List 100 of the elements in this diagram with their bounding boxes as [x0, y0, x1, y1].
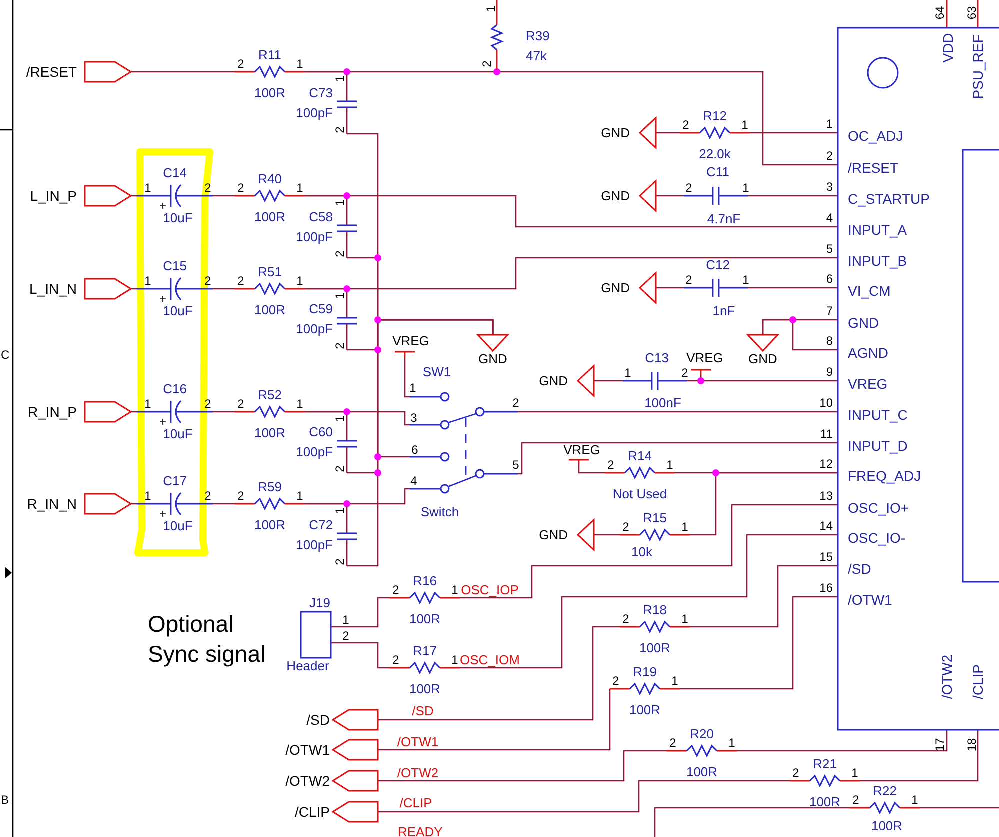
wire [690, 472, 838, 536]
pin-number: 2 [334, 250, 346, 258]
wire [656, 132, 680, 134]
component-value: 100R [254, 426, 286, 440]
pin-number: 1 [144, 275, 152, 287]
pin-number: 2 [852, 794, 860, 806]
wire [690, 565, 838, 628]
reference-designator: R17 [413, 644, 437, 658]
ground-label: GND [478, 352, 508, 366]
pin-number: 2 [670, 737, 676, 749]
wire [305, 488, 410, 505]
pin-number: 1 [334, 416, 346, 422]
pin-number: 3 [826, 181, 833, 193]
pin-number: 6 [826, 273, 833, 285]
pin-number: 1 [296, 182, 304, 194]
pin-name: INPUT_A [848, 223, 908, 237]
component-value: 100pF [296, 538, 333, 551]
zone-letter: B [1, 794, 10, 806]
component-value: 100R [409, 612, 441, 626]
wire [331, 597, 390, 628]
pin-number: 2 [392, 584, 400, 596]
pin-name: PSU_REF [971, 34, 985, 100]
reference-designator: R18 [643, 604, 667, 616]
wire [305, 195, 838, 228]
pin-number: 2 [682, 367, 688, 379]
pin-number: 3 [410, 412, 418, 424]
component-value: 100pF [296, 322, 333, 336]
component-value: 100R [254, 518, 286, 532]
pin-number: 4 [826, 212, 833, 224]
pin-name: INPUT_D [848, 439, 908, 453]
pin-name: AGND [848, 346, 888, 360]
pin-number: 2 [238, 490, 244, 502]
pin-number: 1 [682, 521, 688, 533]
component-value: 4.7nF [707, 212, 741, 226]
wire [656, 287, 684, 289]
pin-name: OC_ADJ [848, 129, 904, 143]
pin-number: 1 [342, 614, 350, 626]
component-value: 100R [254, 304, 286, 316]
component-value: 100R [254, 210, 286, 224]
pin-number: 12 [820, 458, 833, 470]
reference-designator: J19 [310, 596, 330, 610]
net-label: /OTW2 [397, 766, 439, 780]
wire [920, 807, 999, 809]
pin-number: 1 [296, 490, 304, 502]
pin-number: 2 [334, 126, 346, 134]
component-value: 100pF [296, 106, 333, 119]
port-label: /OTW1 [286, 743, 330, 757]
reference-designator: R52 [258, 388, 282, 402]
wire [518, 442, 838, 475]
polarity-mark: + [160, 293, 166, 305]
wire [131, 195, 137, 197]
pin-number: 2 [334, 558, 346, 566]
pin-number: 2 [622, 613, 630, 625]
pin-number: 1 [852, 767, 858, 779]
reference-designator: R51 [258, 266, 282, 278]
pin-number: 2 [622, 521, 630, 533]
wire [762, 319, 838, 351]
pin-number: 1 [826, 118, 833, 130]
net-label: /OTW1 [397, 736, 439, 748]
reference-designator: C16 [163, 382, 187, 396]
ground-label: GND [601, 126, 630, 140]
net-label: OSC_IOP [461, 584, 519, 596]
component-value: 22.0k [699, 148, 731, 160]
reference-designator: R20 [690, 728, 714, 740]
pin-number: 10 [820, 397, 833, 409]
pin-number: 18 [966, 738, 978, 752]
wire [594, 534, 620, 536]
pin-number: 2 [238, 58, 244, 70]
wire [131, 503, 137, 505]
pin-number: 2 [612, 675, 620, 687]
pin-number: 2 [342, 630, 350, 642]
port-label: /SD [306, 713, 330, 727]
wire [378, 626, 620, 721]
pin-number: 1 [410, 382, 416, 394]
pin-number: 1 [682, 613, 688, 625]
pin-number: 6 [412, 444, 418, 456]
pin-number: 1 [742, 119, 748, 131]
ground-label: GND [748, 352, 778, 366]
reference-designator: C13 [645, 352, 669, 364]
pin-number: 7 [826, 305, 833, 317]
pin-number: 1 [144, 182, 152, 194]
pin-number: 1 [912, 794, 918, 806]
port-label: /RESET [26, 65, 77, 79]
reference-designator: R12 [703, 110, 727, 122]
wire [700, 375, 838, 382]
pin-number: 11 [820, 428, 833, 440]
pin-number: 2 [686, 274, 692, 286]
wire [578, 465, 605, 474]
component-value: 100nF [644, 396, 682, 410]
pin-number: 64 [934, 6, 946, 20]
polarity-mark: + [160, 508, 166, 520]
pin-number: 13 [820, 490, 833, 502]
component-value: 100R [409, 682, 441, 696]
pin-number: 2 [512, 397, 520, 409]
wire [305, 257, 838, 290]
pin-number: 1 [334, 76, 346, 82]
wire [131, 411, 137, 413]
pin-number: 15 [820, 551, 833, 563]
reference-designator: R21 [813, 758, 837, 770]
component-value: 100R [254, 86, 286, 100]
